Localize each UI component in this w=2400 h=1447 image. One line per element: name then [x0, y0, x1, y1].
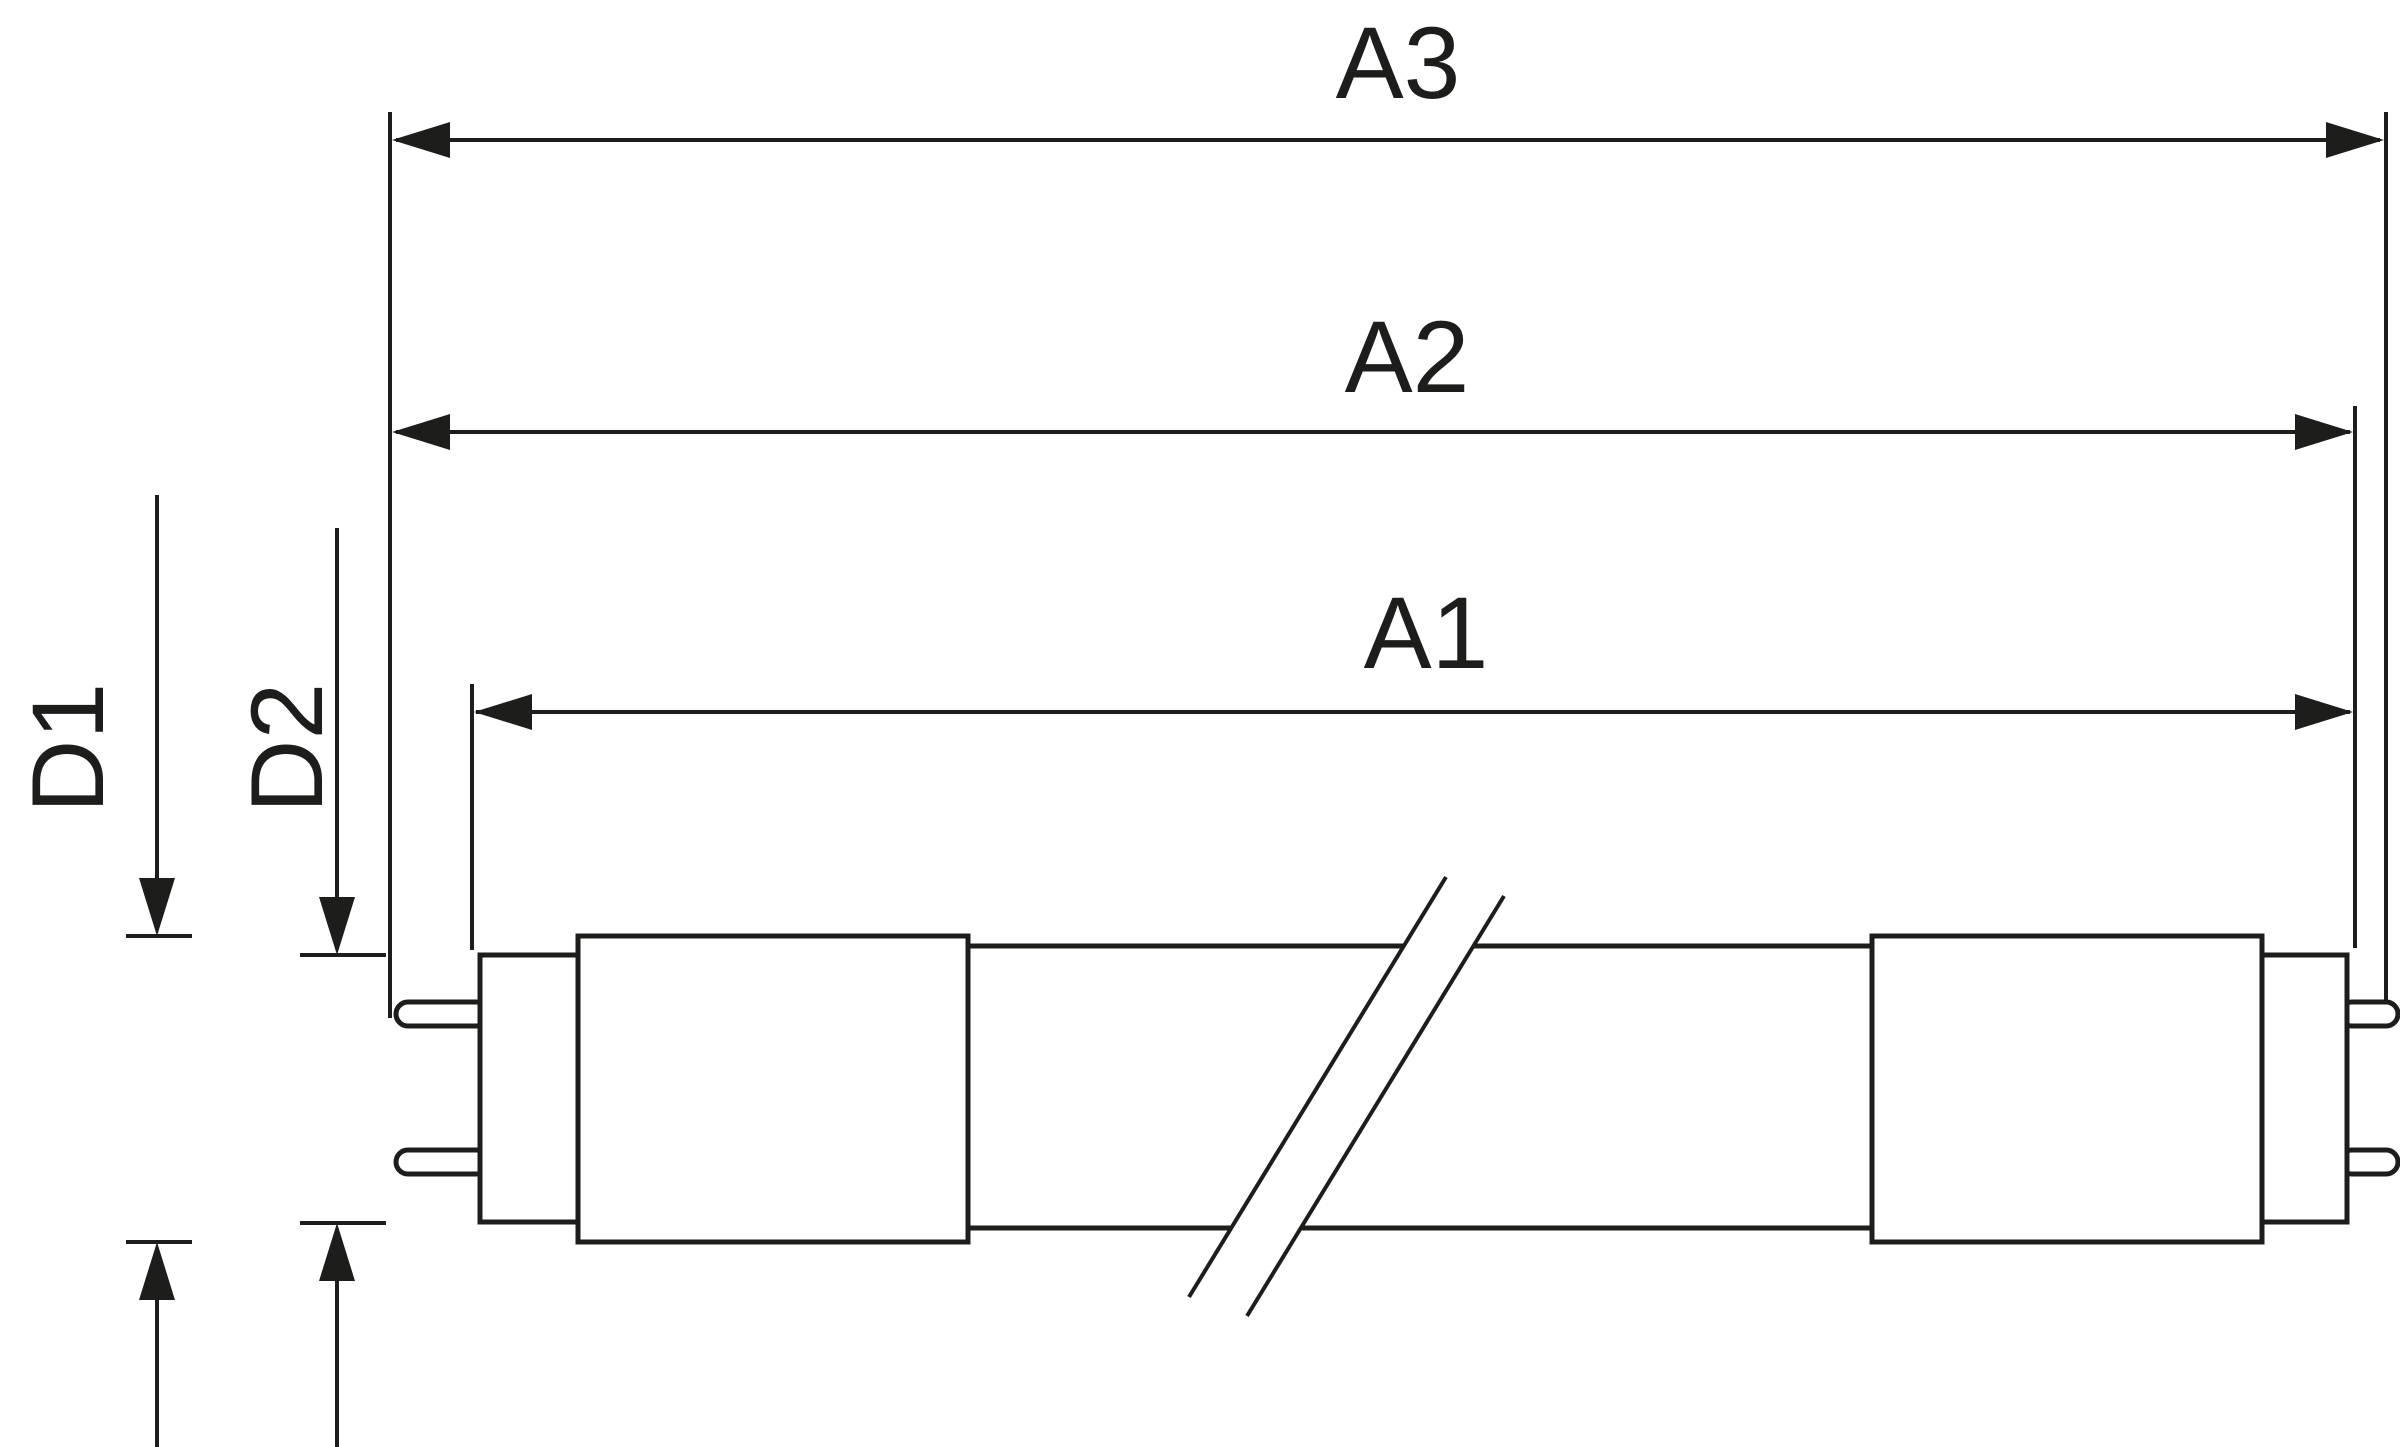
label-d1: D1	[11, 683, 125, 813]
label-d2: D2	[230, 683, 344, 813]
arrowhead-a1-right	[2295, 694, 2353, 730]
arrowhead-a3-right	[2326, 122, 2384, 158]
label-a2: A2	[1345, 300, 1470, 414]
tube-assembly	[393, 875, 2400, 1318]
dimension-d1: D1	[11, 495, 192, 1447]
end-cap-left	[575, 933, 971, 1245]
pin-bottom-left	[393, 1147, 491, 1177]
dimension-a2: A2	[392, 300, 2353, 450]
dimension-a3: A3	[392, 6, 2384, 158]
end-base-right	[2259, 952, 2350, 1225]
arrowhead-d2-up	[319, 1223, 355, 1281]
label-a1: A1	[1364, 576, 1489, 690]
break-line-2	[1245, 894, 1506, 1318]
dimension-d2: D2	[230, 528, 386, 1447]
extension-lines	[388, 112, 2388, 1018]
break-gap	[1189, 877, 1504, 1316]
label-a3: A3	[1336, 6, 1461, 120]
pin-top-left	[393, 999, 491, 1029]
arrowhead-d2-down	[319, 897, 355, 955]
break-line-1	[1187, 875, 1448, 1299]
arrowhead-a3-left	[392, 122, 450, 158]
arrowhead-d1-down	[139, 878, 175, 936]
end-cap-right	[1869, 933, 2265, 1245]
arrowhead-d1-up	[139, 1242, 175, 1300]
break-symbol	[1187, 875, 1506, 1318]
arrowhead-a2-left	[392, 414, 450, 450]
end-base-left	[477, 952, 581, 1225]
arrowhead-a1-left	[474, 694, 532, 730]
arrowhead-a2-right	[2295, 414, 2353, 450]
dimension-a1: A1	[474, 576, 2353, 730]
